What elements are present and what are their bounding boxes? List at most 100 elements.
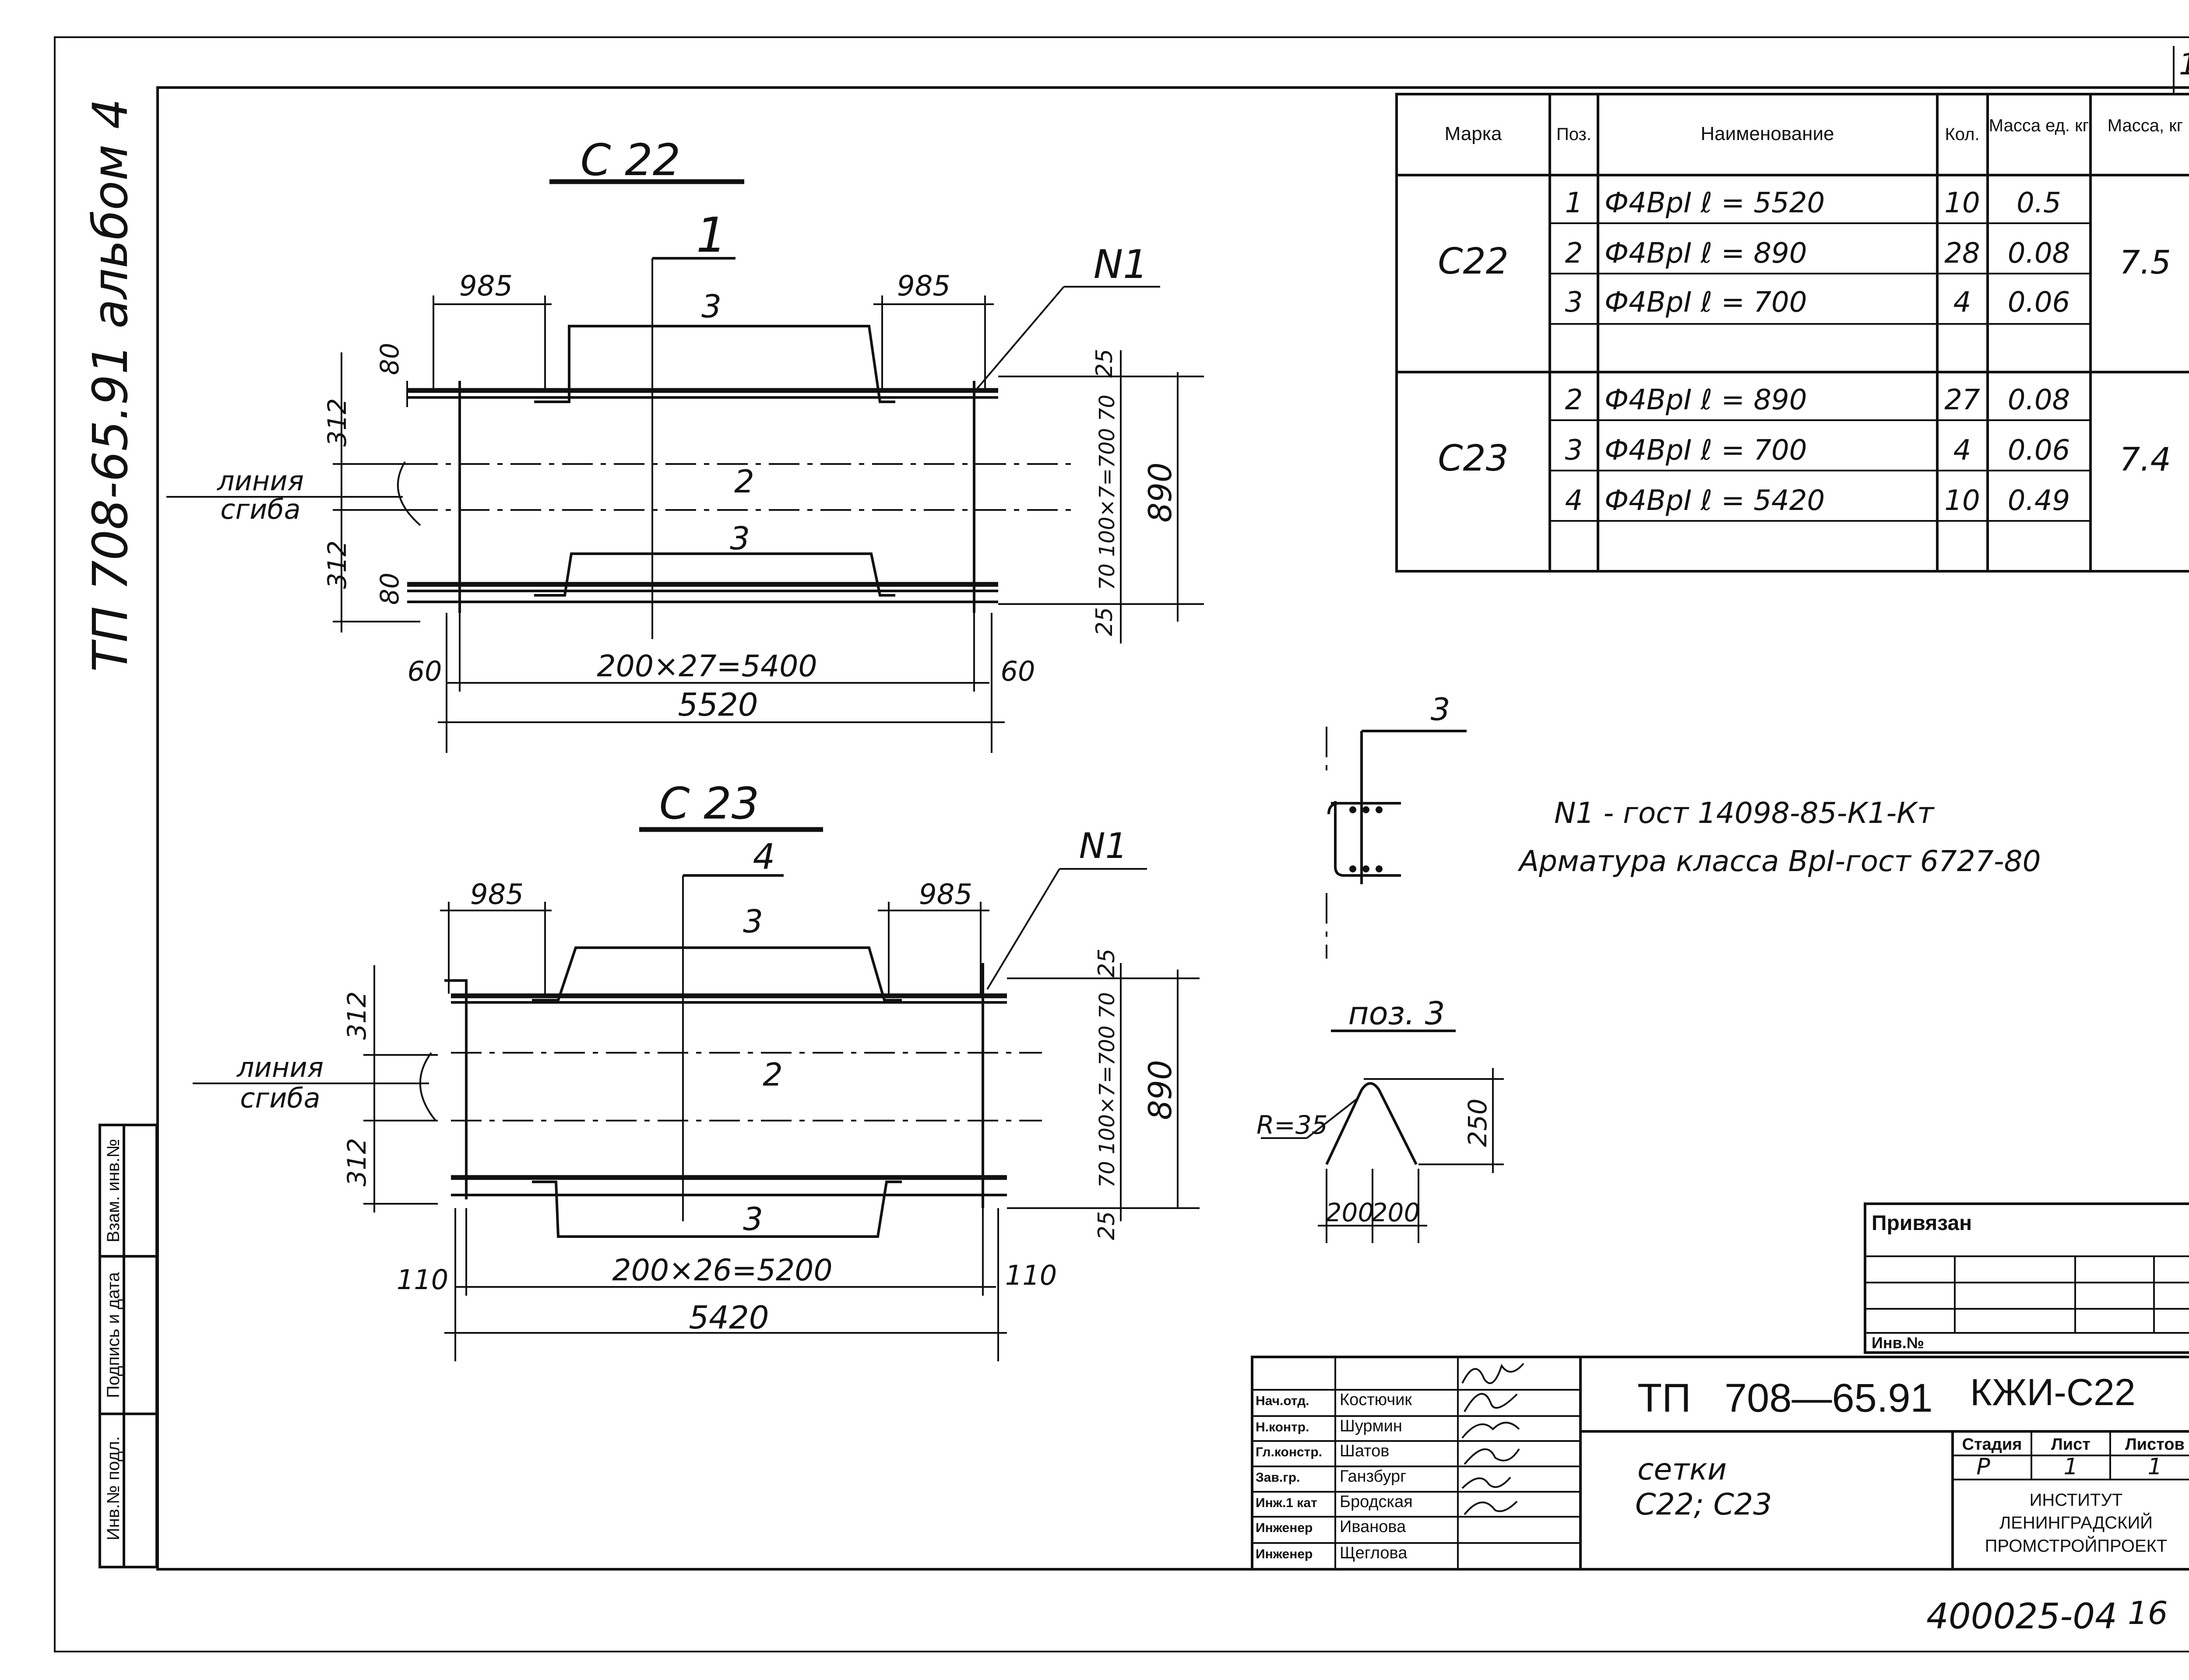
- group-mark: С23: [1438, 438, 1509, 479]
- mesh-c22-title: С 22: [581, 134, 681, 186]
- dimension-label: 200×27=5400: [597, 649, 817, 684]
- pos3-height: 250: [1463, 1099, 1492, 1147]
- row-position: 3: [1565, 434, 1583, 467]
- side-stamp: [99, 1124, 158, 1568]
- pos3-radius: R=35: [1256, 1110, 1328, 1140]
- person-name: Щеглова: [1340, 1544, 1408, 1562]
- role-label: Зав.гр.: [1256, 1470, 1300, 1485]
- header-unit-mass: Масса ед. кг: [1989, 116, 2089, 135]
- dimension-label: 25: [1094, 949, 1120, 977]
- position-label: 3: [701, 288, 721, 325]
- title-block-row: Нач.отд. Костючик: [1256, 1391, 1412, 1409]
- dimension-label: 890: [1142, 462, 1179, 522]
- organization-name: ПРОМСТРОЙПРОЕКТ: [1985, 1536, 2168, 1556]
- position-label: 3: [743, 903, 763, 940]
- note-weld-standard: N1 - гост 14098-85-К1-Кт: [1554, 796, 1935, 830]
- binding-label: Привязан: [1872, 1212, 1972, 1235]
- dimension-label: 25: [1094, 1211, 1120, 1240]
- person-name: Шатов: [1340, 1442, 1389, 1460]
- dimension-label: 25: [1091, 607, 1118, 636]
- dimension-label: 985: [897, 270, 950, 302]
- header-total-mass: Масса, кг: [2108, 116, 2183, 135]
- title-block-row: Н.контр. Шурмин: [1256, 1417, 1402, 1435]
- title-block-row: Инженер Иванова: [1256, 1518, 1406, 1536]
- row-quantity: 10: [1944, 485, 1980, 517]
- dimension-label: 312: [322, 541, 352, 589]
- table-row: 3 Ф4ВрI ℓ = 700 4 0.06: [1565, 286, 2070, 319]
- dimension-label: 110: [1005, 1259, 1057, 1291]
- row-position: 4: [1565, 485, 1583, 517]
- row-position: 1: [1565, 187, 1583, 219]
- sheet-value: 1: [2063, 1454, 2078, 1480]
- role-label: Инженер: [1256, 1547, 1313, 1561]
- section-view: [1326, 727, 1467, 959]
- row-unit-mass: 0.08: [2008, 384, 2070, 416]
- dimension-label: 985: [919, 879, 972, 911]
- organization-name: ЛЕНИНГРАДСКИЙ: [1999, 1512, 2153, 1532]
- header-mark: Марка: [1445, 123, 1502, 144]
- note-reinforcement-class: Арматура класса ВрI-гост 6727-80: [1517, 844, 2041, 878]
- position-label: 3: [730, 520, 750, 557]
- album-reference: ТП 708-65.91 альбом 4: [82, 98, 138, 672]
- document-mark: КЖИ-С22: [1970, 1371, 2136, 1413]
- dimension-label: 312: [322, 398, 352, 447]
- dimension-label: 200×26=5200: [612, 1253, 832, 1288]
- group-mark: С22: [1438, 241, 1509, 282]
- table-row: 4 Ф4ВрI ℓ = 5420 10 0.49: [1565, 485, 2070, 517]
- table-row: 3 Ф4ВрI ℓ = 700 4 0.06: [1565, 434, 2070, 467]
- dimension-label: 110: [397, 1264, 448, 1296]
- binding-box: [1864, 1202, 2189, 1354]
- row-name: Ф4ВрI ℓ = 890: [1605, 384, 1807, 416]
- position-label: 2: [734, 463, 754, 500]
- role-label: Гл.констр.: [1256, 1445, 1322, 1459]
- sheets-value: 1: [2147, 1454, 2162, 1480]
- title-block-row: Инженер Щеглова: [1256, 1544, 1408, 1562]
- weld-marker: N1: [1094, 242, 1148, 288]
- fold-line-label: линия: [217, 465, 304, 497]
- pos3-title: поз. 3: [1348, 995, 1445, 1032]
- group-total-mass: 7.5: [2119, 244, 2171, 281]
- row-name: Ф4ВрI ℓ = 890: [1605, 237, 1807, 270]
- pos3-width: 200: [1326, 1198, 1374, 1227]
- row-quantity: 28: [1944, 237, 1980, 270]
- dimension-label: 25: [1091, 349, 1118, 378]
- title-block-row: Инж.1 кат Бродская: [1256, 1493, 1413, 1511]
- row-name: Ф4ВрI ℓ = 5420: [1605, 485, 1825, 517]
- title-block-row: Гл.констр. Шатов: [1256, 1442, 1389, 1460]
- row-unit-mass: 0.5: [2017, 187, 2061, 219]
- person-name: Костючик: [1340, 1391, 1412, 1409]
- row-position: 2: [1565, 384, 1583, 416]
- side-stamp-label: Подпись и дата: [104, 1272, 123, 1398]
- table-row: 2 Ф4ВрI ℓ = 890 28 0.08: [1565, 237, 2070, 270]
- dimension-label: 890: [1142, 1060, 1179, 1120]
- side-stamp-label: Взам. инв.№: [104, 1139, 123, 1243]
- pos3-detail: [1261, 1030, 1504, 1243]
- person-name: Ганзбург: [1340, 1467, 1406, 1486]
- header-name: Наименование: [1700, 123, 1834, 144]
- person-name: Шурмин: [1340, 1417, 1402, 1435]
- row-unit-mass: 0.06: [2008, 434, 2070, 467]
- dimension-label: 5420: [689, 1299, 769, 1336]
- section-position-label: 3: [1431, 692, 1450, 728]
- dimension-label: 70 100×7=700 70: [1095, 992, 1119, 1188]
- row-unit-mass: 0.49: [2008, 485, 2070, 517]
- stage-value: Р: [1976, 1454, 1990, 1480]
- header-quantity: Кол.: [1945, 125, 1979, 144]
- row-name: Ф4ВрI ℓ = 700: [1605, 286, 1807, 319]
- row-name: Ф4ВрI ℓ = 5520: [1605, 187, 1825, 219]
- document-code: ТП 708—65.91: [1637, 1376, 1933, 1420]
- dimension-label: 312: [342, 1138, 372, 1187]
- sheet-label: Лист: [2051, 1435, 2090, 1454]
- stage-label: Стадия: [1962, 1435, 2022, 1454]
- person-name: Иванова: [1340, 1518, 1406, 1536]
- dimension-label: 985: [470, 879, 524, 911]
- dimension-label: 60: [1001, 655, 1035, 687]
- header-position: Поз.: [1556, 125, 1591, 144]
- dimension-label: 70 100×7=700 70: [1095, 395, 1119, 590]
- row-quantity: 27: [1944, 384, 1980, 416]
- organization-name: ИНСТИТУТ: [2030, 1490, 2123, 1510]
- fold-line-label: линия: [236, 1051, 324, 1083]
- pos3-width: 200: [1372, 1198, 1420, 1227]
- row-unit-mass: 0.06: [2008, 286, 2070, 319]
- dimension-label: 80: [375, 343, 405, 375]
